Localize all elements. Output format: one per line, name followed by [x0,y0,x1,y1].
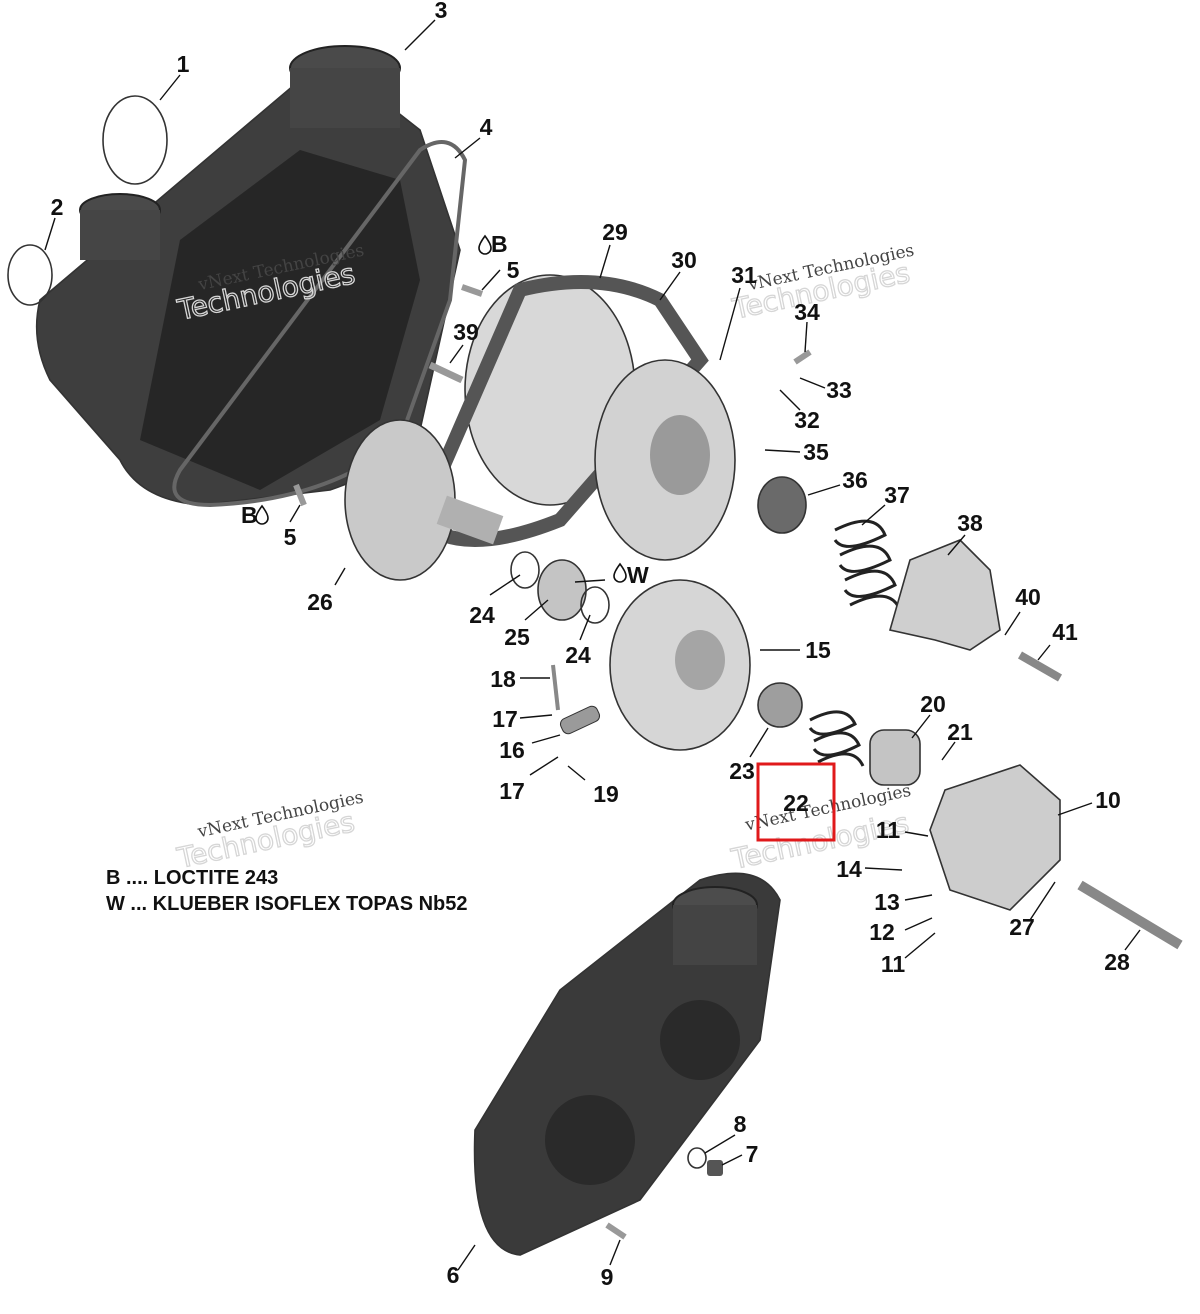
drop-icon-w [613,562,627,583]
plug-7 [707,1160,723,1176]
drive-pulley-sliding [436,359,736,561]
lever-16 [559,705,601,735]
seal-part-4 [172,140,468,508]
callout-41: 41 [1052,619,1078,645]
highlight-box [756,762,836,842]
gasket-part-1 [102,95,168,185]
drive-belt [411,274,709,547]
callout-14: 14 [836,856,862,882]
callout-35: 35 [803,439,829,465]
bushing-23 [757,682,803,728]
callout-15: 15 [805,637,831,663]
callout-12: 12 [869,919,895,945]
bolt-41 [1018,651,1062,682]
spring-37 [833,519,902,611]
callout-3: 3 [435,0,448,23]
drop-icon-b-left [255,504,269,525]
screw-9 [605,1222,627,1240]
callout-27: 27 [1009,914,1035,940]
callout-40: 40 [1015,584,1041,610]
callout-34: 34 [794,299,820,325]
lubricant-mark-b-left: B [241,502,258,528]
callout-30: 30 [671,247,697,273]
spring-22 [808,710,865,767]
callout-17-top: 17 [492,706,518,732]
drive-cover-outer [35,45,461,506]
callout-33: 33 [826,377,852,403]
callout-18: 18 [490,666,516,692]
callout-37: 37 [884,482,910,508]
callout-9: 9 [601,1264,614,1290]
callout-32: 32 [794,407,820,433]
ring-36 [757,476,807,534]
screw-5-left [293,483,307,507]
callout-25: 25 [504,624,530,650]
bushing-25 [537,559,587,621]
callout-36: 36 [842,467,868,493]
legend-line-klueber: W ... KLUEBER ISOFLEX TOPAS Nb52 [106,893,468,915]
legend-line-loctite: B .... LOCTITE 243 [106,867,278,889]
pin-18 [551,664,560,711]
spider-20 [869,729,921,786]
leader-lines [44,19,1141,1271]
callout-7: 7 [746,1141,759,1167]
callout-22: 22 [783,790,809,816]
callout-2: 2 [51,194,64,220]
o-ring-24a [510,551,540,589]
callout-26: 26 [307,589,333,615]
callout-4: 4 [480,114,493,140]
o-ring-24b [580,586,610,624]
callout-13: 13 [874,889,900,915]
gasket-part-2 [7,244,53,306]
screw-39 [428,361,464,384]
callout-21: 21 [947,719,973,745]
lubricant-mark-w: W [627,562,649,588]
callout-6: 6 [447,1262,460,1288]
pin-34 [793,349,812,365]
callout-39: 39 [453,319,479,345]
driven-pulley [609,579,751,751]
callout-20: 20 [920,691,946,717]
cam-10 [929,764,1061,911]
callout-5-left: 5 [284,524,297,550]
callout-38: 38 [957,510,983,536]
callout-labels: 1 2 3 4 5 5 6 7 8 9 10 11 11 12 13 14 15… [51,0,1130,1290]
callout-29: 29 [602,219,628,245]
callout-11-top: 11 [876,817,901,843]
lubricant-mark-b-top: B [491,231,508,257]
callout-11-bottom: 11 [881,951,906,977]
callout-28: 28 [1104,949,1130,975]
o-ring-8 [687,1147,707,1169]
bolt-28 [1077,880,1183,950]
callout-16: 16 [499,737,525,763]
callout-17-bottom: 17 [499,778,525,804]
callout-8: 8 [734,1111,747,1137]
callout-24-right: 24 [565,642,591,668]
drive-cover-inner [473,872,781,1256]
watermark-left-bottom: vNext Technologies Technologies [173,788,365,876]
callout-19: 19 [593,781,619,807]
callout-10: 10 [1095,787,1121,813]
cam-38 [888,539,1001,651]
callout-5-top: 5 [507,257,520,283]
callout-23: 23 [729,758,755,784]
callout-1: 1 [177,51,190,77]
callout-31: 31 [731,262,757,288]
screw-5-top [461,284,483,297]
callout-24-left: 24 [469,602,495,628]
drop-icon-b-top [478,234,492,255]
drive-pulley-fixed [344,419,456,581]
